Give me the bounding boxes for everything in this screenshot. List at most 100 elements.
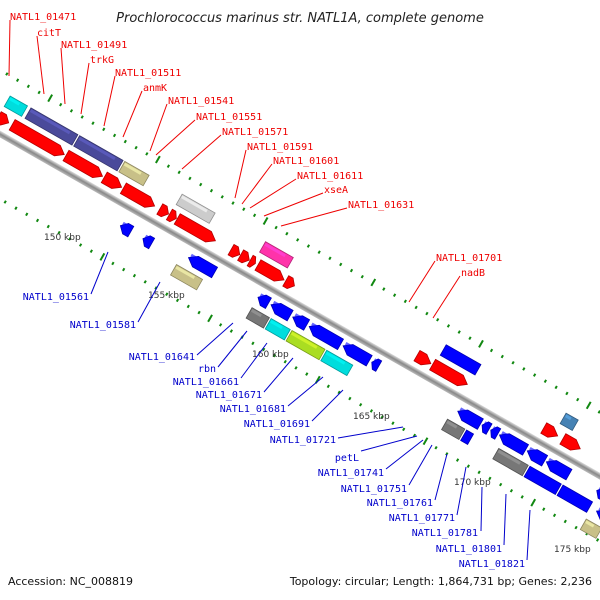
- forward-gene-arrow[interactable]: [282, 275, 298, 291]
- gene-label[interactable]: rbn: [198, 364, 216, 375]
- reverse-gene-arrow[interactable]: [497, 430, 530, 456]
- gene-feature[interactable]: [559, 412, 579, 432]
- gene-label[interactable]: NATL1_01781: [412, 528, 478, 539]
- gene-label[interactable]: NATL1_01691: [244, 419, 310, 430]
- scale-label: 160 kbp: [252, 350, 289, 360]
- gene-feature[interactable]: [441, 418, 466, 441]
- leader-line: [196, 322, 234, 356]
- forward-gene-arrow[interactable]: [156, 203, 172, 219]
- forward-gene-arrow[interactable]: [100, 171, 124, 192]
- forward-gene-arrow[interactable]: [413, 349, 434, 368]
- gene-label[interactable]: NATL1_01721: [270, 435, 336, 446]
- gene-feature[interactable]: [285, 329, 326, 361]
- reverse-gene-arrow[interactable]: [524, 446, 549, 467]
- leader-line: [434, 453, 448, 501]
- gene-label[interactable]: NATL1_01821: [459, 559, 525, 570]
- forward-gene-arrow[interactable]: [8, 119, 67, 160]
- reverse-gene-arrow[interactable]: [306, 321, 345, 351]
- reverse-gene-arrow[interactable]: [186, 252, 219, 279]
- gene-feature[interactable]: [3, 95, 29, 117]
- forward-gene-arrow[interactable]: [540, 422, 561, 441]
- leader-line: [241, 163, 273, 205]
- gene-label[interactable]: NATL1_01551: [196, 112, 262, 123]
- gene-label[interactable]: NATL1_01581: [70, 320, 136, 331]
- gene-feature[interactable]: [492, 447, 529, 477]
- reverse-gene-arrow[interactable]: [556, 484, 594, 513]
- reverse-gene-arrow[interactable]: [460, 429, 475, 446]
- forward-gene-arrow[interactable]: [119, 182, 157, 211]
- gene-label[interactable]: trkG: [90, 55, 114, 66]
- gene-label[interactable]: NATL1_01491: [61, 40, 127, 51]
- forward-gene-arrow[interactable]: [173, 213, 218, 246]
- forward-gene-arrow[interactable]: [0, 111, 12, 128]
- gene-label[interactable]: xseA: [324, 185, 348, 196]
- reverse-gene-arrow[interactable]: [140, 233, 156, 250]
- reverse-gene-arrow[interactable]: [290, 312, 311, 331]
- minor-tick: [425, 311, 429, 316]
- minor-tick: [445, 452, 449, 456]
- gene-feature[interactable]: [175, 193, 216, 224]
- gene-feature[interactable]: [169, 264, 204, 291]
- reverse-gene-arrow[interactable]: [523, 465, 562, 496]
- minor-tick: [339, 262, 343, 267]
- gene-label[interactable]: nadB: [461, 268, 485, 279]
- gene-feature[interactable]: [118, 160, 150, 187]
- minor-tick: [455, 458, 460, 462]
- gene-label[interactable]: NATL1_01741: [318, 468, 384, 479]
- gene-label[interactable]: NATL1_01571: [222, 127, 288, 138]
- reverse-gene-arrow[interactable]: [439, 344, 482, 376]
- gene-label[interactable]: NATL1_01681: [220, 404, 286, 415]
- gene-label[interactable]: NATL1_01641: [129, 352, 195, 363]
- forward-gene-arrow[interactable]: [227, 243, 243, 259]
- reverse-gene-arrow[interactable]: [479, 420, 493, 435]
- gene-label[interactable]: NATL1_01561: [23, 292, 89, 303]
- gene-feature[interactable]: [264, 318, 291, 341]
- gene-label[interactable]: NATL1_01751: [341, 484, 407, 495]
- gene-label[interactable]: anmK: [143, 83, 167, 94]
- gene-feature[interactable]: [259, 241, 294, 269]
- minor-tick: [209, 188, 214, 193]
- gene-label[interactable]: NATL1_01701: [436, 253, 502, 264]
- reverse-gene-arrow[interactable]: [543, 457, 573, 481]
- minor-tick: [57, 230, 61, 235]
- forward-gene-arrow[interactable]: [165, 208, 179, 223]
- reverse-gene-arrow[interactable]: [488, 425, 502, 440]
- forward-gene-arrow[interactable]: [246, 254, 258, 268]
- reverse-gene-arrow[interactable]: [594, 506, 600, 527]
- gene-label[interactable]: NATL1_01601: [273, 156, 339, 167]
- forward-gene-arrow[interactable]: [429, 358, 471, 389]
- reverse-gene-arrow[interactable]: [594, 485, 600, 502]
- gene-label[interactable]: NATL1_01801: [436, 544, 502, 555]
- gene-feature[interactable]: [24, 107, 79, 146]
- forward-gene-arrow[interactable]: [62, 149, 105, 181]
- gene-label[interactable]: NATL1_01591: [247, 142, 313, 153]
- gene-label[interactable]: NATL1_01541: [168, 96, 234, 107]
- gene-label[interactable]: NATL1_01771: [389, 513, 455, 524]
- gene-feature[interactable]: [73, 135, 124, 172]
- reverse-gene-arrow[interactable]: [340, 341, 373, 367]
- gene-label[interactable]: NATL1_01671: [196, 390, 262, 401]
- minor-tick: [457, 330, 461, 334]
- reverse-gene-arrow[interactable]: [117, 220, 135, 238]
- gene-label[interactable]: NATL1_01511: [115, 68, 181, 79]
- gene-label[interactable]: citT: [37, 28, 61, 39]
- gene-label[interactable]: NATL1_01611: [297, 171, 363, 182]
- gene-label[interactable]: NATL1_01661: [173, 377, 239, 388]
- reverse-gene-arrow[interactable]: [369, 357, 383, 372]
- gene-label[interactable]: NATL1_01761: [367, 498, 433, 509]
- scale-label: 165 kbp: [353, 412, 390, 422]
- reverse-gene-arrow[interactable]: [455, 406, 484, 430]
- gene-label[interactable]: petL: [335, 453, 359, 464]
- reverse-gene-arrow[interactable]: [268, 299, 294, 322]
- forward-gene-arrow[interactable]: [559, 433, 583, 454]
- scale-labels: 150 kbp 155 kbp 160 kbp 165 kbp 170 kbp …: [44, 233, 591, 555]
- gene-label[interactable]: NATL1_01631: [348, 200, 414, 211]
- forward-gene-arrow[interactable]: [237, 249, 253, 265]
- gene-feature[interactable]: [320, 349, 354, 377]
- gene-label[interactable]: NATL1_01471: [10, 12, 76, 23]
- gene-feature[interactable]: [579, 518, 600, 539]
- gene-feature[interactable]: [245, 307, 270, 329]
- leader-line: [408, 260, 436, 303]
- reverse-gene-arrow[interactable]: [255, 292, 272, 309]
- forward-gene-arrow[interactable]: [254, 259, 287, 285]
